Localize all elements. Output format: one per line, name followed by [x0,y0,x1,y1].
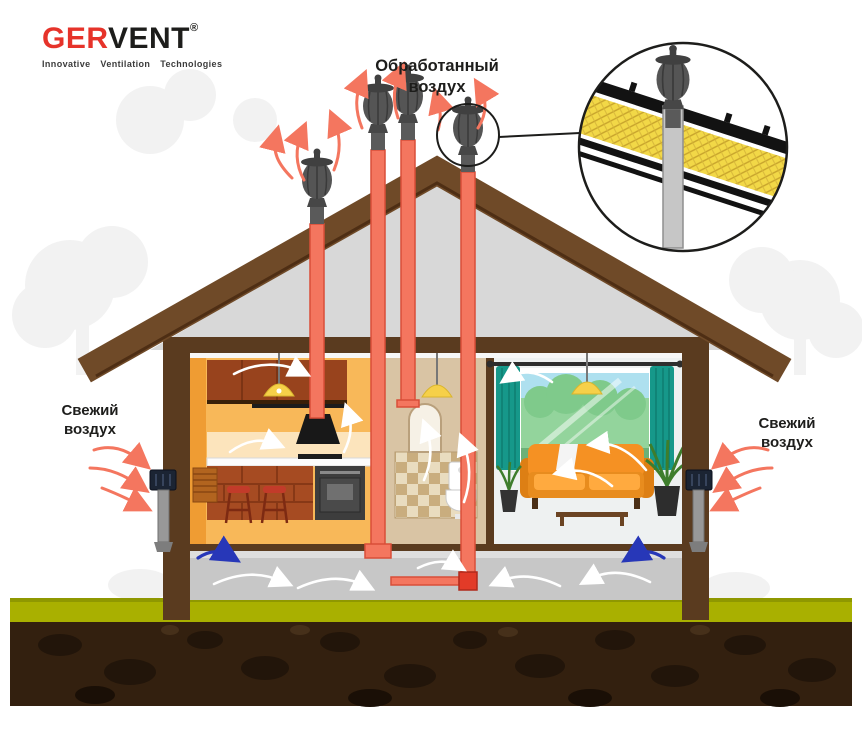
circulation-arrows [212,355,652,591]
window-shutter [192,467,218,503]
fresh-air-arrows-left [88,441,153,512]
plant-small [496,461,522,512]
curtain-rod [492,362,678,366]
gervent-logo: GERVENT® Innovative Ventilation Technolo… [42,22,222,69]
logo-wordmark: GERVENT® [42,22,222,56]
pipe-bathroom [400,139,416,403]
ceiling-beam [163,337,709,353]
processed-air-label: Обработанный воздух [375,57,499,96]
coffee-table [556,512,628,526]
fresh-air-arrows-right [709,441,774,512]
pipe-living-room [460,171,476,575]
living-room-furniture [486,353,689,526]
fresh-air-label-left: Свежий воздух [61,402,119,438]
roof-detail-inset [577,41,789,253]
pipe-basement-horizontal [390,576,460,586]
floor-screed [190,551,682,558]
pendant-lamp [571,353,603,395]
logo-tagline: Innovative Ventilation Technologies [42,59,223,69]
logo-text-dark: VENT [107,22,190,55]
curtain-left [496,366,520,470]
roof [77,155,792,383]
exhaust-air-arrows [259,60,500,182]
pendant-lamp [263,353,295,397]
kitchen-furniture [192,353,372,524]
bar-stool [224,486,253,524]
plant-large [645,439,689,516]
fresh-air-label-right: Свежий воздух [758,415,816,451]
vent-highlight-circle [436,103,500,167]
floor-slab [163,544,709,551]
soil-layer [10,620,852,706]
supply-air-arrows [196,535,666,563]
turbine-vent [451,95,485,173]
background-trees [12,69,862,604]
registered-mark: ® [189,22,199,34]
logo-text-red: GER [42,22,108,55]
pendant-lamp [421,353,453,398]
callout-leader-line [498,132,581,138]
soil-rocks [38,625,836,707]
bar-stool [260,486,289,524]
pipe-main-riser [370,149,386,553]
fresh-air-intake-right [685,469,713,552]
kitchen-side-wall [190,353,206,544]
interior-divider-wall [486,353,494,544]
pipe-kitchen-hood [309,223,325,419]
pipe-junction-box [458,571,478,591]
fresh-air-intake-left [149,469,177,552]
turbine-vent [300,147,334,225]
attic-space [150,182,726,350]
oven [315,466,365,520]
